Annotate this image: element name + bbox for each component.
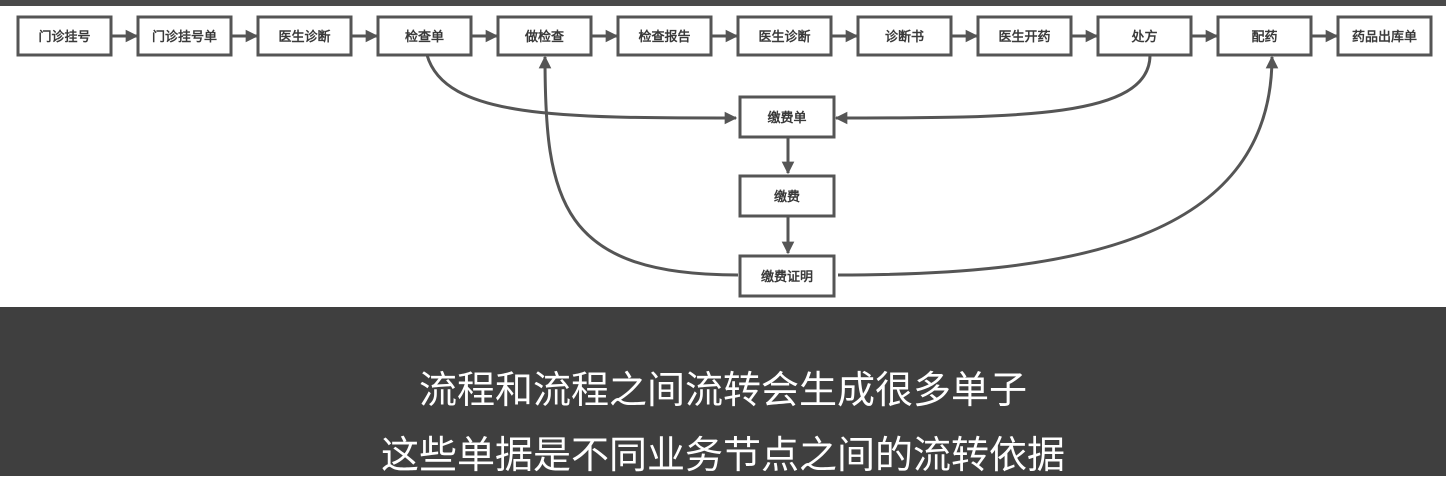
node-do-exam: 做检查	[496, 15, 593, 57]
svg-text:医生诊断: 医生诊断	[758, 29, 810, 45]
svg-text:医生开药: 医生开药	[998, 29, 1050, 45]
node-payment-proof: 缴费证明	[738, 254, 836, 298]
node-payment-slip: 缴费单	[738, 95, 836, 139]
svg-text:缴费单: 缴费单	[767, 110, 806, 126]
node-payment: 缴费	[738, 174, 836, 218]
node-doctor-diagnosis-2: 医生诊断	[736, 15, 833, 57]
svg-text:检查单: 检查单	[405, 29, 444, 45]
edge-n10-p1	[834, 54, 1152, 125]
flow-diagram: 门诊挂号 门诊挂号单 医生诊断 检查单 做检查 检查报告 医生诊断 诊断书 医生…	[16, 15, 1433, 298]
svg-text:医生诊断: 医生诊断	[278, 29, 330, 45]
svg-text:处方: 处方	[1130, 29, 1157, 45]
svg-text:药品出库单: 药品出库单	[1352, 29, 1417, 45]
svg-text:检查报告: 检查报告	[638, 29, 690, 45]
node-exam-report: 检查报告	[616, 15, 713, 57]
node-prescription: 处方	[1096, 15, 1193, 57]
caption-band: 流程和流程之间流转会生成很多单子 这些单据是不同业务节点之间的流转依据	[0, 307, 1446, 477]
svg-text:缴费: 缴费	[774, 189, 800, 205]
node-drug-outbound-slip: 药品出库单	[1336, 15, 1433, 57]
node-outpatient-registration: 门诊挂号	[16, 15, 113, 57]
svg-text:门诊挂号: 门诊挂号	[38, 29, 90, 45]
svg-text:诊断书: 诊断书	[885, 29, 924, 45]
node-exam-order: 检查单	[376, 15, 473, 57]
edge-p3-n5	[538, 55, 739, 277]
node-doctor-diagnosis-1: 医生诊断	[256, 15, 353, 57]
edge-p3-n11	[837, 55, 1279, 277]
edge-n4-p1	[425, 54, 738, 125]
svg-text:做检查: 做检查	[524, 29, 565, 45]
svg-text:配药: 配药	[1251, 29, 1277, 45]
node-dispense: 配药	[1216, 15, 1313, 57]
node-registration-slip: 门诊挂号单	[136, 15, 233, 57]
caption-line-2: 这些单据是不同业务节点之间的流转依据	[380, 433, 1065, 477]
svg-text:缴费证明: 缴费证明	[761, 269, 813, 285]
svg-text:门诊挂号单: 门诊挂号单	[152, 29, 217, 45]
top-rule	[0, 0, 1446, 6]
node-diagnosis-certificate: 诊断书	[856, 15, 953, 57]
node-doctor-prescribes: 医生开药	[976, 15, 1073, 57]
caption-line-1: 流程和流程之间流转会生成很多单子	[418, 368, 1027, 412]
